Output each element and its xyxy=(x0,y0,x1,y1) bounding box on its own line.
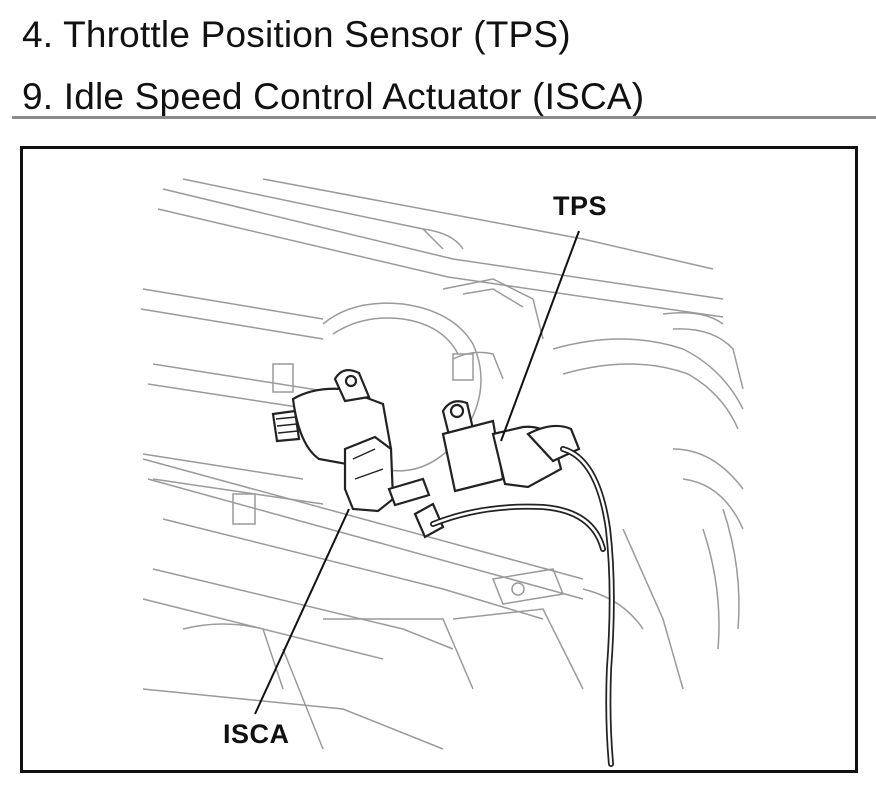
isca-leader-line xyxy=(254,508,350,715)
section-divider xyxy=(12,116,876,119)
tps-leader-line xyxy=(500,230,580,442)
sensor-harness xyxy=(430,446,615,767)
diagram-frame: TPS ISCA xyxy=(20,146,858,773)
legend-item-isca: 9. Idle Speed Control Actuator (ISCA) xyxy=(22,76,645,117)
parts-legend: 4. Throttle Position Sensor (TPS) 9. Idl… xyxy=(22,4,644,128)
leader-lines xyxy=(254,230,580,715)
engine-linework xyxy=(140,178,744,750)
isca-component xyxy=(271,368,431,513)
legend-item-tps: 4. Throttle Position Sensor (TPS) xyxy=(22,14,571,55)
callout-isca: ISCA xyxy=(223,719,290,749)
engine-illustration xyxy=(140,178,744,767)
callout-tps: TPS xyxy=(553,191,608,221)
tps-component xyxy=(413,400,581,539)
